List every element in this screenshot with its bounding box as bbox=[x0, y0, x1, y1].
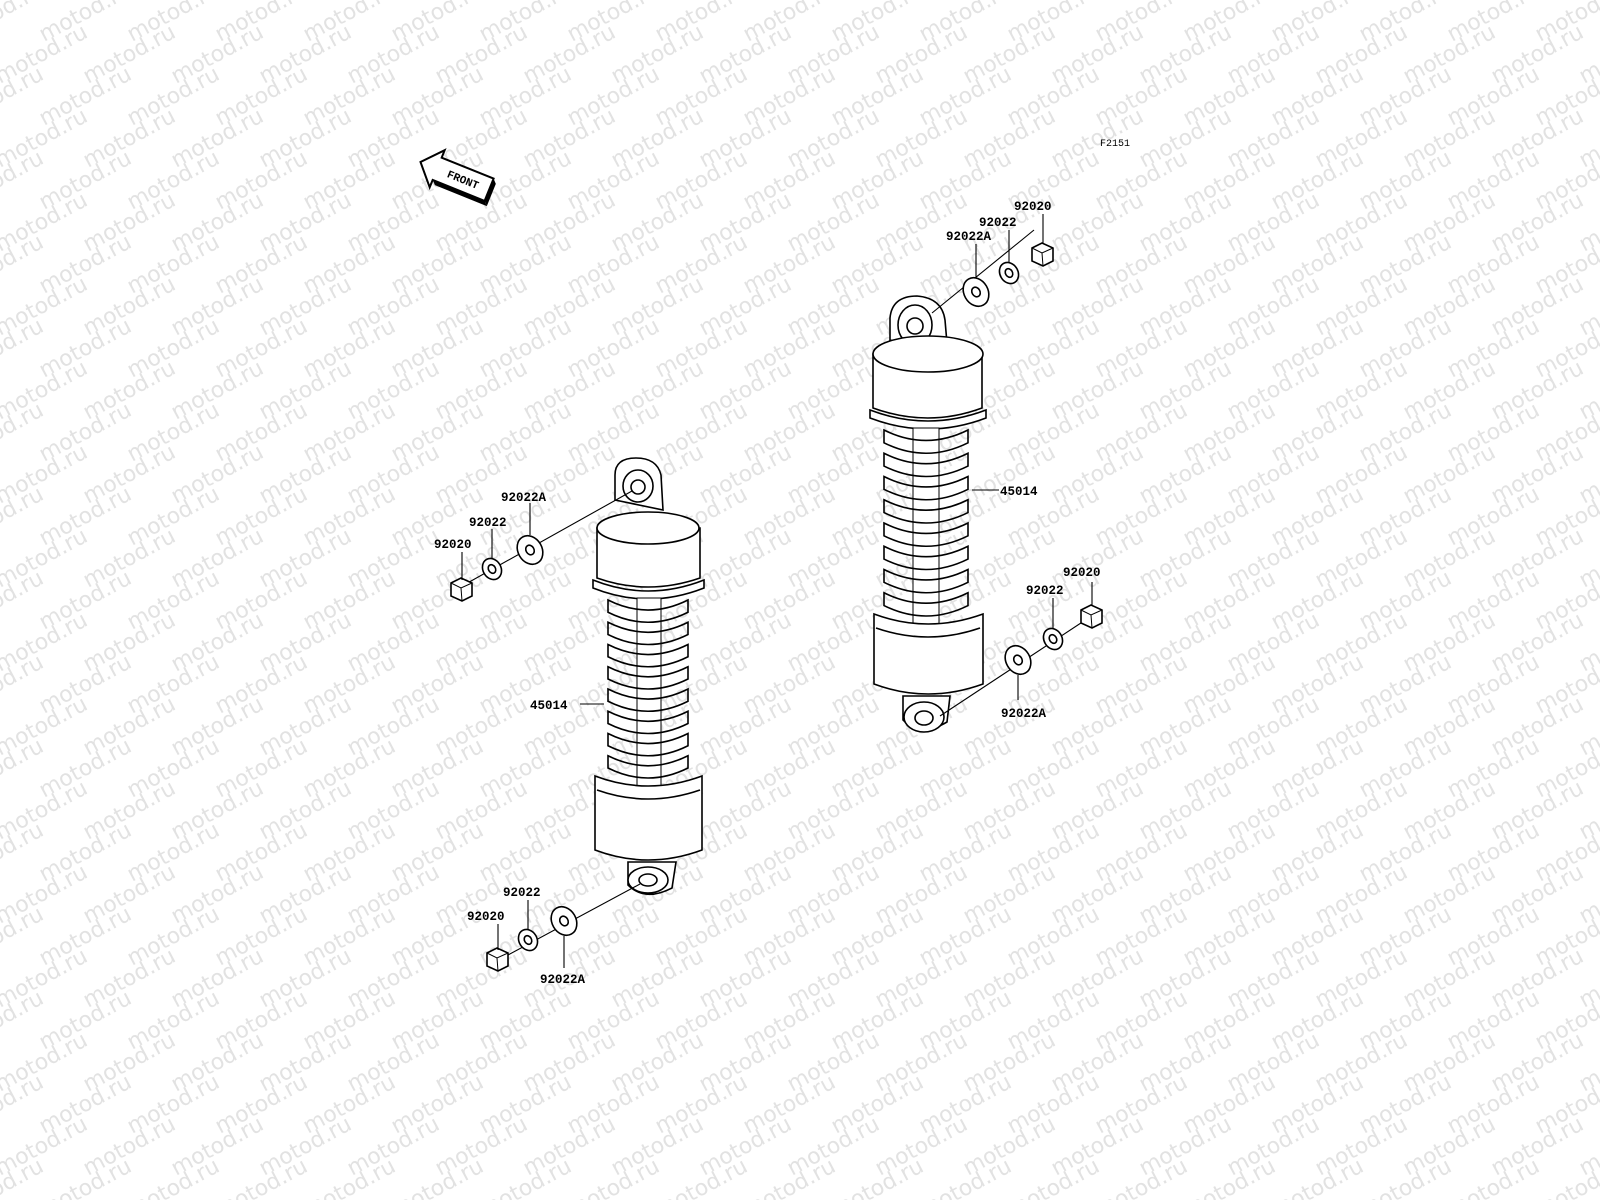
watermark-text: motod.ru bbox=[1575, 0, 1600, 5]
nut-icon bbox=[1080, 604, 1103, 629]
label-washer-large: 92022A bbox=[540, 973, 586, 987]
label-shock-absorber-right: 45014 bbox=[1000, 485, 1038, 499]
label-washer: 92022 bbox=[979, 216, 1017, 230]
label-washer: 92022 bbox=[1026, 584, 1064, 598]
label-nut: 92020 bbox=[1063, 566, 1101, 580]
label-shock-absorber-left: 45014 bbox=[530, 699, 568, 713]
label-washer: 92022 bbox=[469, 516, 507, 530]
label-nut: 92020 bbox=[1014, 200, 1052, 214]
label-nut: 92020 bbox=[434, 538, 472, 552]
figure-code: F2151 bbox=[1100, 139, 1130, 150]
nut-icon bbox=[486, 947, 509, 972]
label-washer-large: 92022A bbox=[946, 230, 992, 244]
nut-icon bbox=[1031, 242, 1054, 267]
label-washer: 92022 bbox=[503, 886, 541, 900]
label-nut: 92020 bbox=[467, 910, 505, 924]
label-washer-large: 92022A bbox=[1001, 707, 1047, 721]
nut-icon bbox=[450, 577, 473, 602]
label-washer-large: 92022A bbox=[501, 491, 547, 505]
